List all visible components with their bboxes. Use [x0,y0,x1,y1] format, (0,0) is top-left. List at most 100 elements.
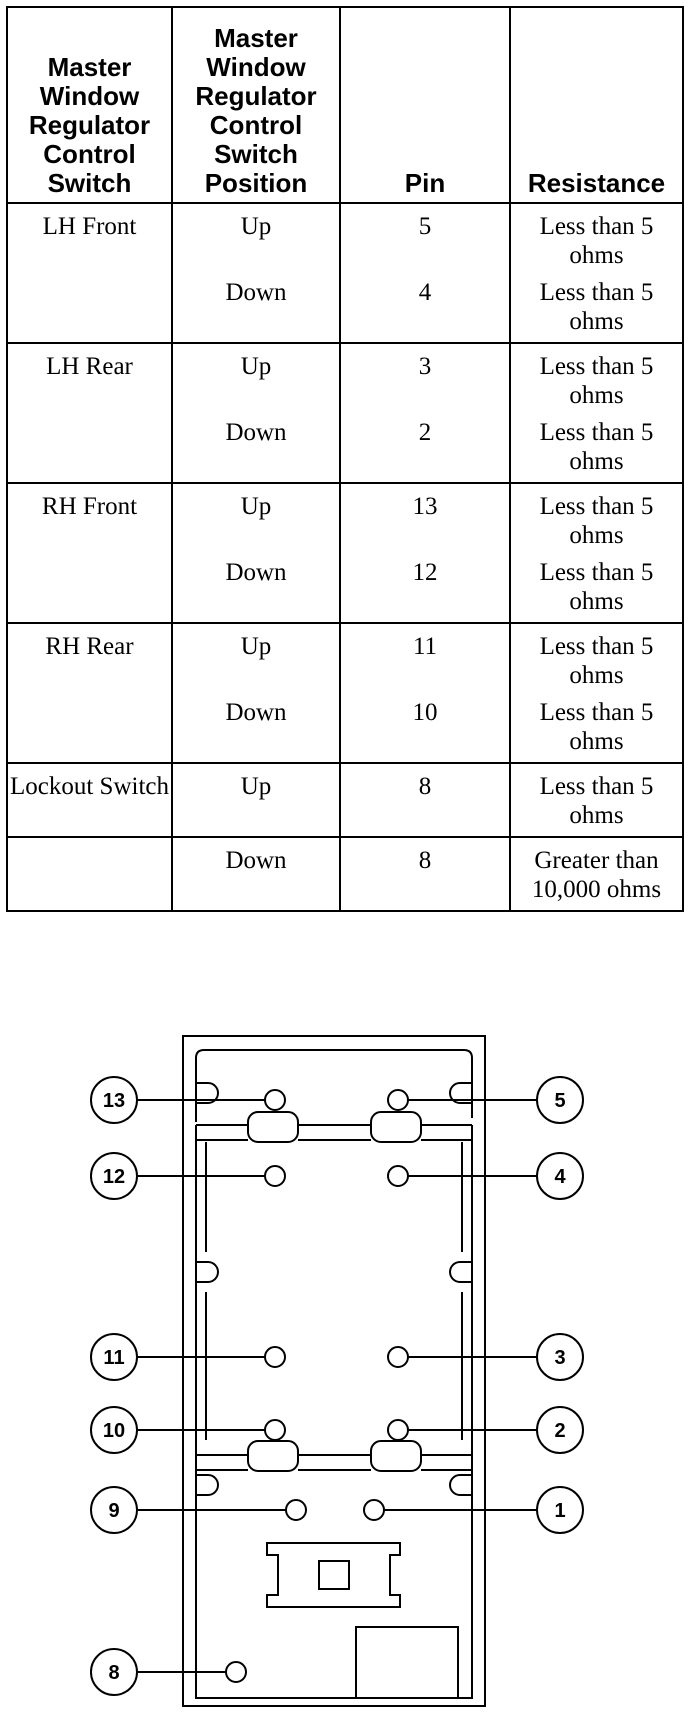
callout-bubble [90,1648,138,1696]
pin-hole-8 [225,1661,247,1683]
header-resistance: Resistance [509,6,684,204]
bus-bar-connector [247,1111,299,1143]
pin-value: 2 [418,419,432,446]
pin-cell: 3 2 [339,342,511,484]
pin-cell: 11 10 [339,622,511,764]
callout-3: 3 [554,1347,565,1369]
table-row: RH Front Up Down 13 12 Less than 5 ohms … [6,482,684,624]
switch-cell: LH Front [6,202,173,344]
switch-name: RH Rear [45,633,134,660]
position-cell: Up Down [171,342,341,484]
pin-value: 8 [418,847,432,874]
pin-value: 12 [412,559,438,586]
position-value: Up [240,213,272,240]
position-value: Up [240,493,272,520]
bus-bar-connector [370,1111,422,1143]
position-value: Down [225,559,287,586]
pin-hole-1 [363,1499,385,1521]
position-cell: Down [171,836,341,912]
callout-bubble [90,1152,138,1200]
pin-resistance-table: Master Window Regulator Control Switch M… [6,6,684,912]
pin-hole-2 [387,1419,409,1441]
position-value: Down [225,279,287,306]
switch-cell: RH Front [6,482,173,624]
callout-bubble [536,1076,584,1124]
pin-hole-5 [387,1089,409,1111]
table-row: RH Rear Up Down 11 10 Less than 5 ohms L… [6,622,684,764]
position-cell: Up Down [171,202,341,344]
resistance-cell: Less than 5 ohms Less than 5 ohms [509,342,684,484]
resistance-value: Less than 5 ohms [539,493,654,549]
pin-cell: 13 12 [339,482,511,624]
table-row: Lockout Switch Up 8 Less than 5 ohms [6,762,684,838]
callout-bubble [90,1406,138,1454]
resistance-value: Less than 5 ohms [539,633,654,689]
table-header-row: Master Window Regulator Control Switch M… [6,6,684,204]
bus-bar-connector [370,1440,422,1472]
callout-bubble [536,1152,584,1200]
resistance-value: Less than 5 ohms [539,419,654,475]
callout-4: 4 [554,1166,566,1188]
resistance-cell: Less than 5 ohms Less than 5 ohms [509,482,684,624]
pin-value: 8 [418,773,432,800]
pin-hole-4 [387,1165,409,1187]
position-value: Up [240,633,272,660]
switch-name [8,838,171,852]
table-row: LH Front Up Down 5 4 Less than 5 ohms Le… [6,202,684,344]
resistance-value: Less than 5 ohms [539,559,654,615]
resistance-value: Greater than 10,000 ohms [531,847,662,903]
position-cell: Up [171,762,341,838]
resistance-cell: Greater than 10,000 ohms [509,836,684,912]
callout-2: 2 [554,1420,565,1442]
bus-bar-connector [247,1440,299,1472]
table-row: Down 8 Greater than 10,000 ohms [6,836,684,912]
callout-bubble [536,1406,584,1454]
switch-cell: LH Rear [6,342,173,484]
pin-hole-3 [387,1346,409,1368]
position-value: Down [225,419,287,446]
switch-name: RH Front [41,493,138,520]
pin-cell: 8 [339,836,511,912]
pin-value: 10 [412,699,438,726]
callout-bubbles [90,1076,584,1696]
position-value: Down [225,847,287,874]
resistance-value: Less than 5 ohms [539,213,654,269]
pin-hole-13 [264,1089,286,1111]
header-position: Master Window Regulator Control Switch P… [171,6,341,204]
table-row: LH Rear Up Down 3 2 Less than 5 ohms Les… [6,342,684,484]
resistance-cell: Less than 5 ohms Less than 5 ohms [509,202,684,344]
switch-cell [6,836,173,912]
leader-lines [137,1099,537,1673]
latch-window [318,1560,350,1590]
switch-cell: RH Rear [6,622,173,764]
resistance-value: Less than 5 ohms [539,773,654,829]
callout-11: 11 [103,1347,124,1369]
resistance-cell: Less than 5 ohms [509,762,684,838]
callout-bubble [90,1486,138,1534]
pin-holes [225,1089,409,1683]
pin-hole-12 [264,1165,286,1187]
callout-bubble [90,1076,138,1124]
resistance-value: Less than 5 ohms [539,279,654,335]
resistance-value: Less than 5 ohms [539,699,654,755]
pin-hole-9 [285,1499,307,1521]
connector-body [182,1035,486,1707]
pin-value: 4 [418,279,432,306]
callout-bubble [536,1333,584,1381]
callout-8: 8 [108,1662,119,1684]
latch [266,1542,401,1608]
connector-housing [182,1035,486,1707]
pin-value: 13 [412,493,438,520]
resistance-value: Less than 5 ohms [539,353,654,409]
callout-bubble [90,1333,138,1381]
resistance-cell: Less than 5 ohms Less than 5 ohms [509,622,684,764]
switch-name: LH Front [42,213,137,240]
callout-bubble [536,1486,584,1534]
pin-cell: 8 [339,762,511,838]
pin-value: 11 [412,633,438,660]
switch-name: LH Rear [46,353,133,380]
pin-cell: 5 4 [339,202,511,344]
position-value: Up [240,773,272,800]
switch-name: Lockout Switch [9,773,169,800]
callout-1: 1 [554,1500,565,1522]
